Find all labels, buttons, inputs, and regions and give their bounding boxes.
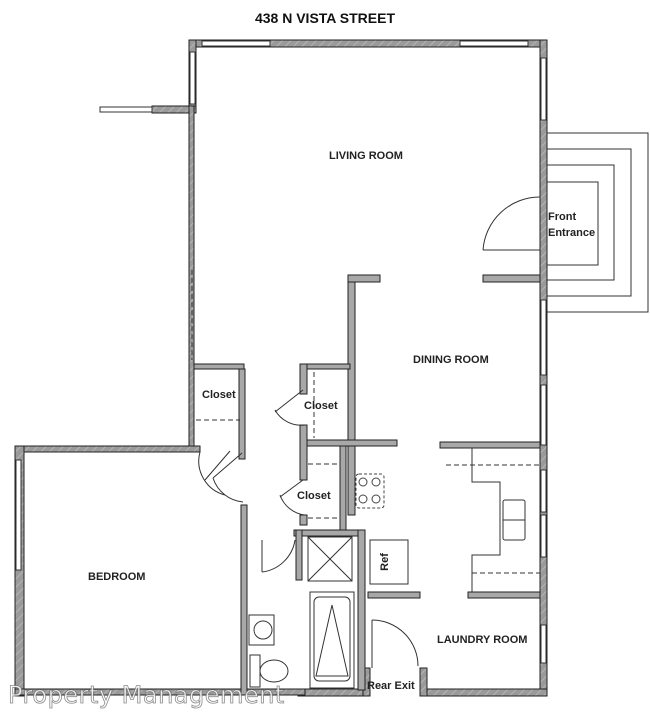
kitchen-counter xyxy=(471,448,526,592)
windows xyxy=(15,40,547,664)
front-steps xyxy=(547,132,649,313)
bath-sink-icon xyxy=(248,614,275,646)
room-label-dining-room: DINING ROOM xyxy=(413,354,489,366)
page-title: 438 N VISTA STREET xyxy=(254,10,396,26)
exterior-walls xyxy=(14,39,548,697)
front-entrance-label-line2: Entrance xyxy=(548,227,596,239)
room-label-living-room: LIVING ROOM xyxy=(329,150,403,162)
room-label-closet-3: Closet xyxy=(297,490,331,502)
bathtub-icon xyxy=(309,591,355,689)
door-swings xyxy=(198,196,541,668)
bathroom-fixtures xyxy=(248,614,289,688)
rear-exit-label: Rear Exit xyxy=(367,680,415,692)
toilet-bowl-icon xyxy=(259,659,289,683)
room-label-closet-1: Closet xyxy=(202,389,236,401)
front-entrance-label-line1: Front xyxy=(548,211,577,223)
room-label-bedroom: BEDROOM xyxy=(88,571,146,583)
closet-shelves xyxy=(191,270,540,574)
shower-icon xyxy=(307,536,353,582)
room-label-closet-2: Closet xyxy=(304,400,338,412)
refrigerator-icon xyxy=(369,539,409,585)
interior-walls xyxy=(193,274,541,696)
stove-icon xyxy=(355,473,385,509)
room-label-laundry-room: LAUNDRY ROOM xyxy=(437,634,528,646)
watermark: Property Management xyxy=(8,681,285,710)
refrigerator-label: Ref xyxy=(378,553,391,571)
